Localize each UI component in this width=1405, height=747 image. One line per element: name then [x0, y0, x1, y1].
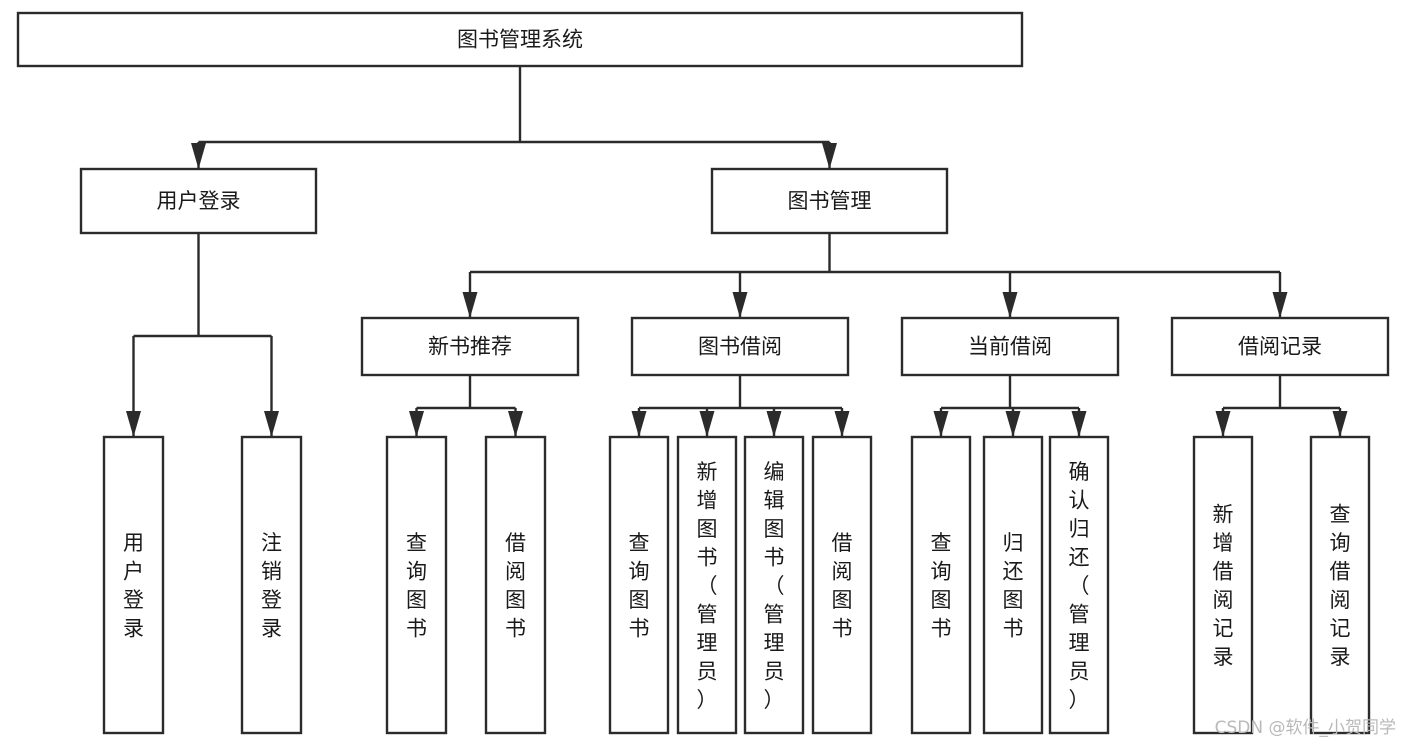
- node-leaf-edit-book-admin[interactable]: 编辑图书（管理员）: [743, 435, 805, 735]
- node-label-borrow-record: 借阅记录: [1238, 335, 1322, 359]
- node-leaf-query-book-rec[interactable]: 查询图书: [385, 435, 448, 735]
- arrow-head-icon: [508, 411, 523, 437]
- node-label-leaf-user-login: 用户登录: [123, 531, 144, 641]
- node-box-leaf-query-book-borrow[interactable]: [608, 435, 670, 735]
- arrow-head-icon: [834, 411, 850, 437]
- node-label-leaf-query-book-borrow: 查询图书: [629, 531, 650, 641]
- arrow-head-icon: [1002, 292, 1018, 318]
- node-box-root[interactable]: [16, 11, 1024, 68]
- node-box-leaf-add-book-admin[interactable]: [676, 435, 738, 735]
- node-label-leaf-add-book-admin: 新增图书（管理员）: [697, 460, 718, 712]
- node-leaf-add-book-admin[interactable]: 新增图书（管理员）: [676, 435, 738, 735]
- node-label-leaf-query-book-rec: 查询图书: [406, 531, 427, 641]
- arrow-head-icon: [822, 143, 837, 169]
- arrow-head-icon: [732, 292, 748, 318]
- node-box-current-borrow[interactable]: [900, 316, 1120, 377]
- node-leaf-confirm-return-admin[interactable]: 确认归还（管理员）: [1048, 435, 1110, 735]
- node-label-new-book-recommend: 新书推荐: [428, 335, 512, 359]
- arrow-head-icon: [1332, 411, 1348, 437]
- arrow-head-icon: [766, 411, 782, 437]
- node-box-user-login[interactable]: [79, 167, 318, 235]
- node-label-leaf-borrow-book: 借阅图书: [832, 531, 853, 641]
- node-leaf-user-login[interactable]: 用户登录: [102, 435, 165, 735]
- arrow-head-icon: [631, 411, 647, 437]
- node-label-leaf-add-borrow-record: 新增借阅记录: [1213, 503, 1234, 670]
- node-label-leaf-logout-login: 注销登录: [261, 531, 282, 641]
- node-box-leaf-edit-book-admin[interactable]: [743, 435, 805, 735]
- node-leaf-borrow-book-rec[interactable]: 借阅图书: [484, 435, 547, 735]
- node-book-borrow[interactable]: 图书借阅: [630, 316, 850, 377]
- arrow-head-icon: [1272, 292, 1288, 318]
- node-root[interactable]: 图书管理系统: [16, 11, 1024, 68]
- node-label-current-borrow: 当前借阅: [968, 335, 1052, 359]
- node-leaf-return-book[interactable]: 归还图书: [982, 435, 1044, 735]
- node-box-leaf-return-book[interactable]: [982, 435, 1044, 735]
- node-box-leaf-borrow-book-rec[interactable]: [484, 435, 547, 735]
- node-label-leaf-confirm-return-admin: 确认归还（管理员）: [1069, 460, 1090, 712]
- node-label-book-borrow: 图书借阅: [698, 335, 782, 359]
- node-label-leaf-borrow-book-rec: 借阅图书: [505, 531, 526, 641]
- arrow-head-icon: [1215, 411, 1231, 437]
- node-box-new-book-recommend[interactable]: [360, 316, 580, 377]
- arrow-head-icon: [1071, 411, 1087, 437]
- arrow-head-icon: [126, 411, 141, 437]
- node-leaf-query-book-current[interactable]: 查询图书: [910, 435, 972, 735]
- csdn-watermark: CSDN @软件_小贺同学: [1215, 718, 1396, 738]
- arrow-head-icon: [933, 411, 949, 437]
- node-label-leaf-edit-book-admin: 编辑图书（管理员）: [764, 460, 785, 712]
- node-layer: 图书管理系统用户登录图书管理新书推荐图书借阅当前借阅借阅记录用户登录注销登录查询…: [16, 11, 1390, 735]
- node-box-leaf-query-book-current[interactable]: [910, 435, 972, 735]
- arrow-head-icon: [409, 411, 424, 437]
- node-label-leaf-query-borrow-record: 查询借阅记录: [1330, 503, 1351, 670]
- node-leaf-logout-login[interactable]: 注销登录: [240, 435, 303, 735]
- node-leaf-borrow-book[interactable]: 借阅图书: [811, 435, 873, 735]
- node-label-root: 图书管理系统: [457, 28, 583, 52]
- node-box-leaf-user-login[interactable]: [102, 435, 165, 735]
- arrow-head-icon: [699, 411, 715, 437]
- node-leaf-add-borrow-record[interactable]: 新增借阅记录: [1192, 435, 1254, 735]
- arrow-head-icon: [191, 143, 206, 169]
- node-box-borrow-record[interactable]: [1170, 316, 1390, 377]
- node-label-book-management: 图书管理: [788, 189, 872, 213]
- node-new-book-recommend[interactable]: 新书推荐: [360, 316, 580, 377]
- node-user-login[interactable]: 用户登录: [79, 167, 318, 235]
- node-box-book-management[interactable]: [710, 167, 949, 235]
- node-box-book-borrow[interactable]: [630, 316, 850, 377]
- node-book-management[interactable]: 图书管理: [710, 167, 949, 235]
- node-label-leaf-query-book-current: 查询图书: [931, 531, 952, 641]
- node-box-leaf-query-borrow-record[interactable]: [1309, 435, 1371, 735]
- arrow-head-icon: [462, 292, 478, 318]
- node-box-leaf-borrow-book[interactable]: [811, 435, 873, 735]
- node-box-leaf-confirm-return-admin[interactable]: [1048, 435, 1110, 735]
- node-leaf-query-book-borrow[interactable]: 查询图书: [608, 435, 670, 735]
- node-box-leaf-add-borrow-record[interactable]: [1192, 435, 1254, 735]
- node-leaf-query-borrow-record[interactable]: 查询借阅记录: [1309, 435, 1371, 735]
- node-label-user-login: 用户登录: [157, 189, 241, 213]
- arrow-head-icon: [264, 411, 279, 437]
- node-box-leaf-logout-login[interactable]: [240, 435, 303, 735]
- node-borrow-record[interactable]: 借阅记录: [1170, 316, 1390, 377]
- node-box-leaf-query-book-rec[interactable]: [385, 435, 448, 735]
- node-current-borrow[interactable]: 当前借阅: [900, 316, 1120, 377]
- connector-layer: [126, 66, 1348, 437]
- node-label-leaf-return-book: 归还图书: [1003, 531, 1024, 641]
- arrow-head-icon: [1005, 411, 1021, 437]
